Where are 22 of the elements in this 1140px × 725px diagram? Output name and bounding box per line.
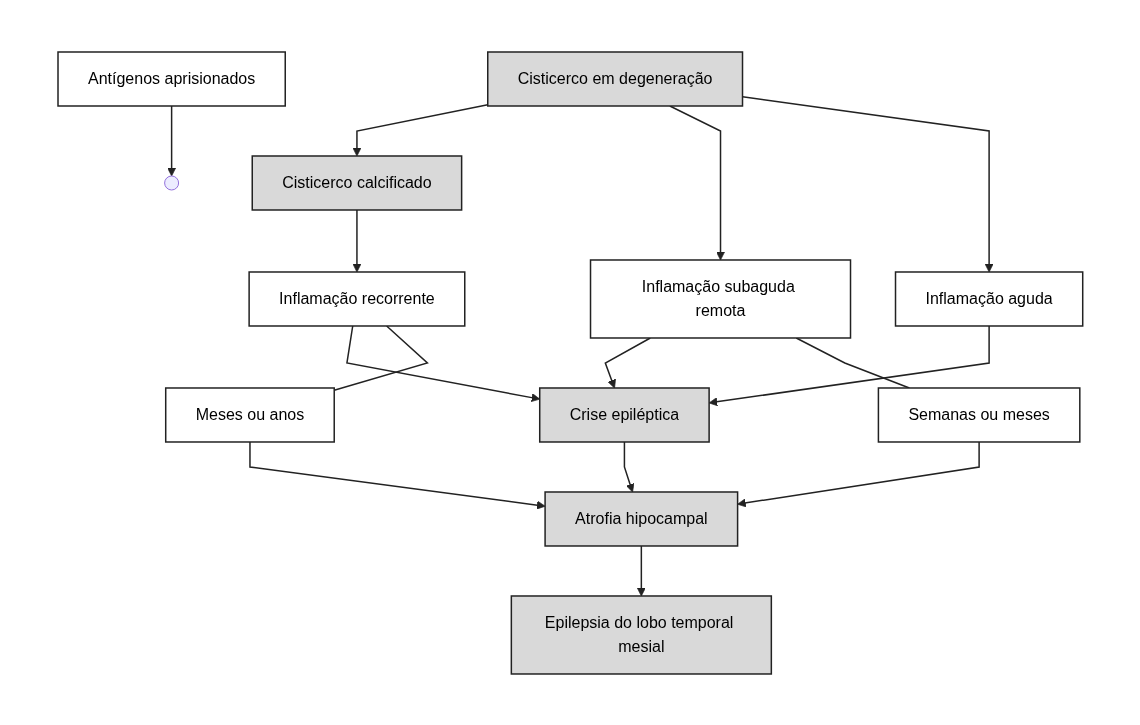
node-box: Inflamação recorrente xyxy=(248,270,466,327)
node-box: Atrofia hipocampal xyxy=(544,490,738,547)
arrow xyxy=(345,324,540,402)
node-box: Antígenos aprisionados xyxy=(56,50,286,107)
arrow xyxy=(636,544,646,596)
arrow xyxy=(708,324,990,406)
arrow xyxy=(604,336,651,388)
node-box: Cisticerco calcificado xyxy=(251,154,462,211)
node-box: Epilepsia do lobo temporal mesial xyxy=(510,594,772,675)
arrow xyxy=(352,103,489,156)
arrow xyxy=(352,208,361,272)
arrow xyxy=(668,104,725,260)
node-box: Meses ou anos xyxy=(164,386,335,443)
connector xyxy=(795,336,910,389)
connector xyxy=(333,324,429,391)
arrow xyxy=(623,440,634,492)
node-box: Cisticerco em degeneração xyxy=(486,50,743,107)
node-box: Semanas ou meses xyxy=(877,386,1081,443)
node-box: Crise epiléptica xyxy=(538,386,710,443)
arrow xyxy=(166,104,176,176)
node-box: Inflamação aguda xyxy=(894,270,1084,327)
node-box: Inflamação subaguda remota xyxy=(589,258,851,339)
